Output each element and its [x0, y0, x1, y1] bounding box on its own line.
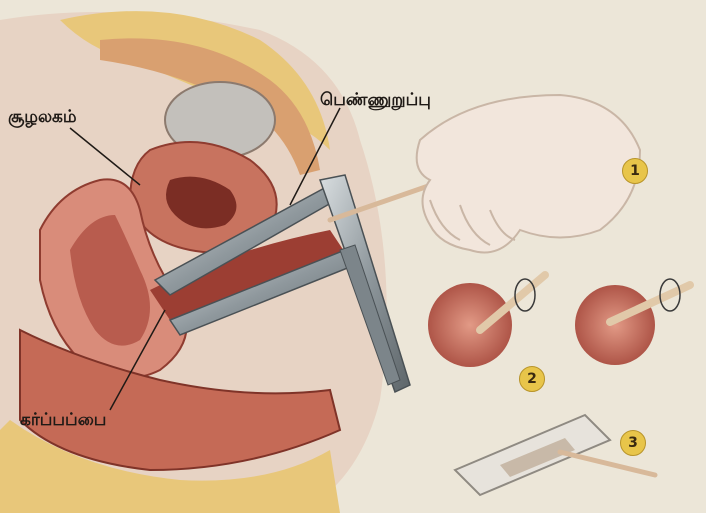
- step-badge-2: 2: [519, 366, 545, 392]
- step-badge-3: 3: [620, 430, 646, 456]
- swab-slide: [560, 452, 655, 475]
- gloved-hand: [417, 95, 640, 253]
- label-vagina: பெண்ணுறுப்பு: [320, 90, 431, 112]
- label-uterus: சூழலகம்: [8, 107, 77, 129]
- cervix-view-right: [575, 285, 655, 365]
- cervix-view-left: [428, 283, 512, 367]
- step-badge-1: 1: [622, 158, 648, 184]
- label-cervix: கர்ப்பப்பை: [20, 410, 106, 432]
